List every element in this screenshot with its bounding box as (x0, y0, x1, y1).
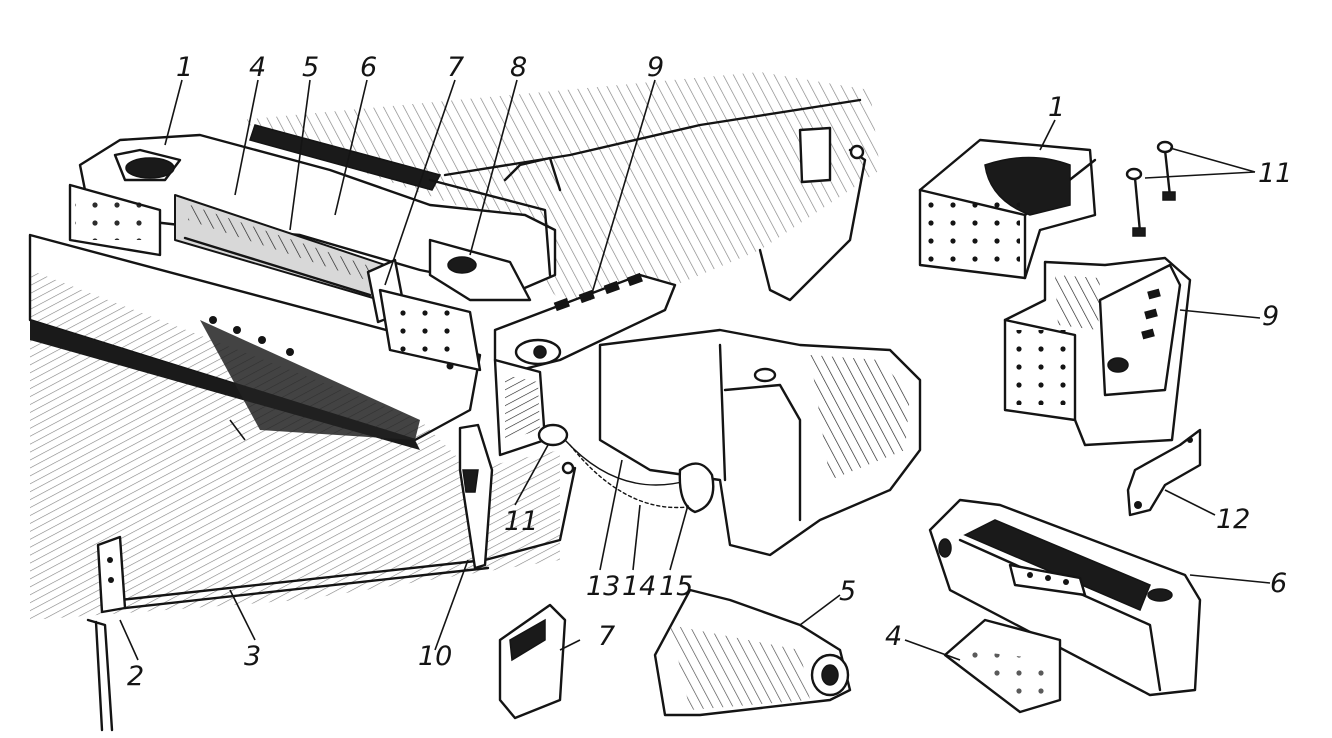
label-6-top: 6 (360, 52, 377, 83)
label-15: 15 (659, 571, 693, 602)
part-bolts (1125, 140, 1256, 237)
label-1-part: 1 (1048, 92, 1065, 123)
chain-plug (678, 462, 715, 514)
leader-lines (119, 79, 1271, 661)
label-11-part: 11 (1258, 158, 1292, 189)
car-side-lower (30, 270, 560, 620)
label-7-top: 7 (447, 52, 464, 83)
part-front-stop (918, 138, 1097, 280)
draft-gear-assembly (68, 124, 557, 372)
label-14: 14 (622, 571, 656, 602)
label-4-part: 4 (885, 621, 902, 652)
part-support-plate (943, 618, 1062, 714)
label-3: 3 (244, 641, 261, 672)
uncoupling-handle (86, 618, 114, 732)
label-8-top: 8 (510, 52, 527, 83)
rod-holder-lever (458, 423, 494, 570)
part-rear-stop (1003, 256, 1192, 447)
end-sill-shadow (200, 320, 420, 440)
coupler-head-installed (493, 272, 922, 557)
part-yoke (928, 498, 1202, 697)
uncoupling-rod (118, 466, 577, 602)
part-draft-gear (653, 588, 852, 717)
label-5-top: 5 (302, 52, 319, 83)
label-11-mid: 11 (504, 506, 538, 537)
label-12: 12 (1216, 504, 1250, 535)
label-13: 13 (586, 571, 620, 602)
uncoupling-rod-assembly (86, 423, 577, 732)
label-7-part: 7 (598, 621, 615, 652)
label-9-top: 9 (647, 52, 664, 83)
label-4-top: 4 (249, 52, 266, 83)
part-lock-lift (1126, 428, 1202, 517)
part-follower-plate (498, 603, 567, 720)
callout-labels: 1 4 5 6 7 8 9 2 3 10 11 13 14 15 7 5 4 6… (127, 52, 1292, 692)
deck-brackets (443, 98, 867, 302)
label-6-part: 6 (1270, 568, 1287, 599)
label-5-part: 5 (839, 576, 856, 607)
label-1-top: 1 (176, 52, 193, 83)
label-9-part: 9 (1262, 301, 1279, 332)
label-2: 2 (127, 661, 144, 692)
label-10: 10 (418, 641, 452, 672)
rod-bracket (96, 535, 127, 614)
